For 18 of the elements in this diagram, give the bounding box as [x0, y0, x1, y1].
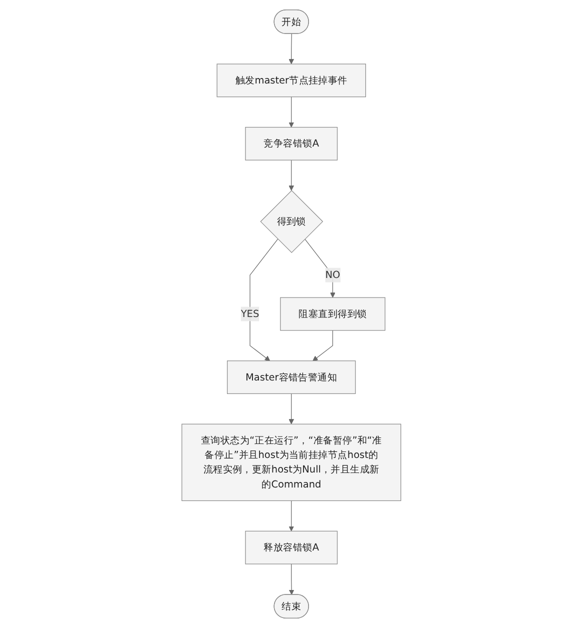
node-diamond: 得到锁	[260, 190, 323, 253]
node-box: 竞争容错锁A	[244, 126, 338, 160]
arrow	[288, 564, 294, 595]
node-box: 查询状态为“正在运行”，“准备暂停”和“准备停止”并且host为当前挂掉节点host的流程实例，更新host为Null，并且生成新的Command	[181, 424, 401, 502]
arrow	[288, 393, 294, 424]
arrow	[288, 500, 294, 532]
arrow	[312, 330, 333, 362]
node-box: 触发master节点挂掉事件	[216, 64, 366, 98]
node-box: 阻塞直到得到锁	[280, 297, 385, 331]
node-box: 释放容错锁A	[244, 530, 338, 564]
arrow	[304, 238, 336, 298]
arrow	[249, 238, 278, 362]
edge-label: YES	[240, 308, 259, 320]
edge-label: NO	[324, 268, 340, 281]
arrow	[288, 34, 294, 64]
node-box: Master容错告警通知	[226, 360, 356, 394]
arrow	[288, 160, 294, 191]
arrow	[288, 96, 294, 128]
